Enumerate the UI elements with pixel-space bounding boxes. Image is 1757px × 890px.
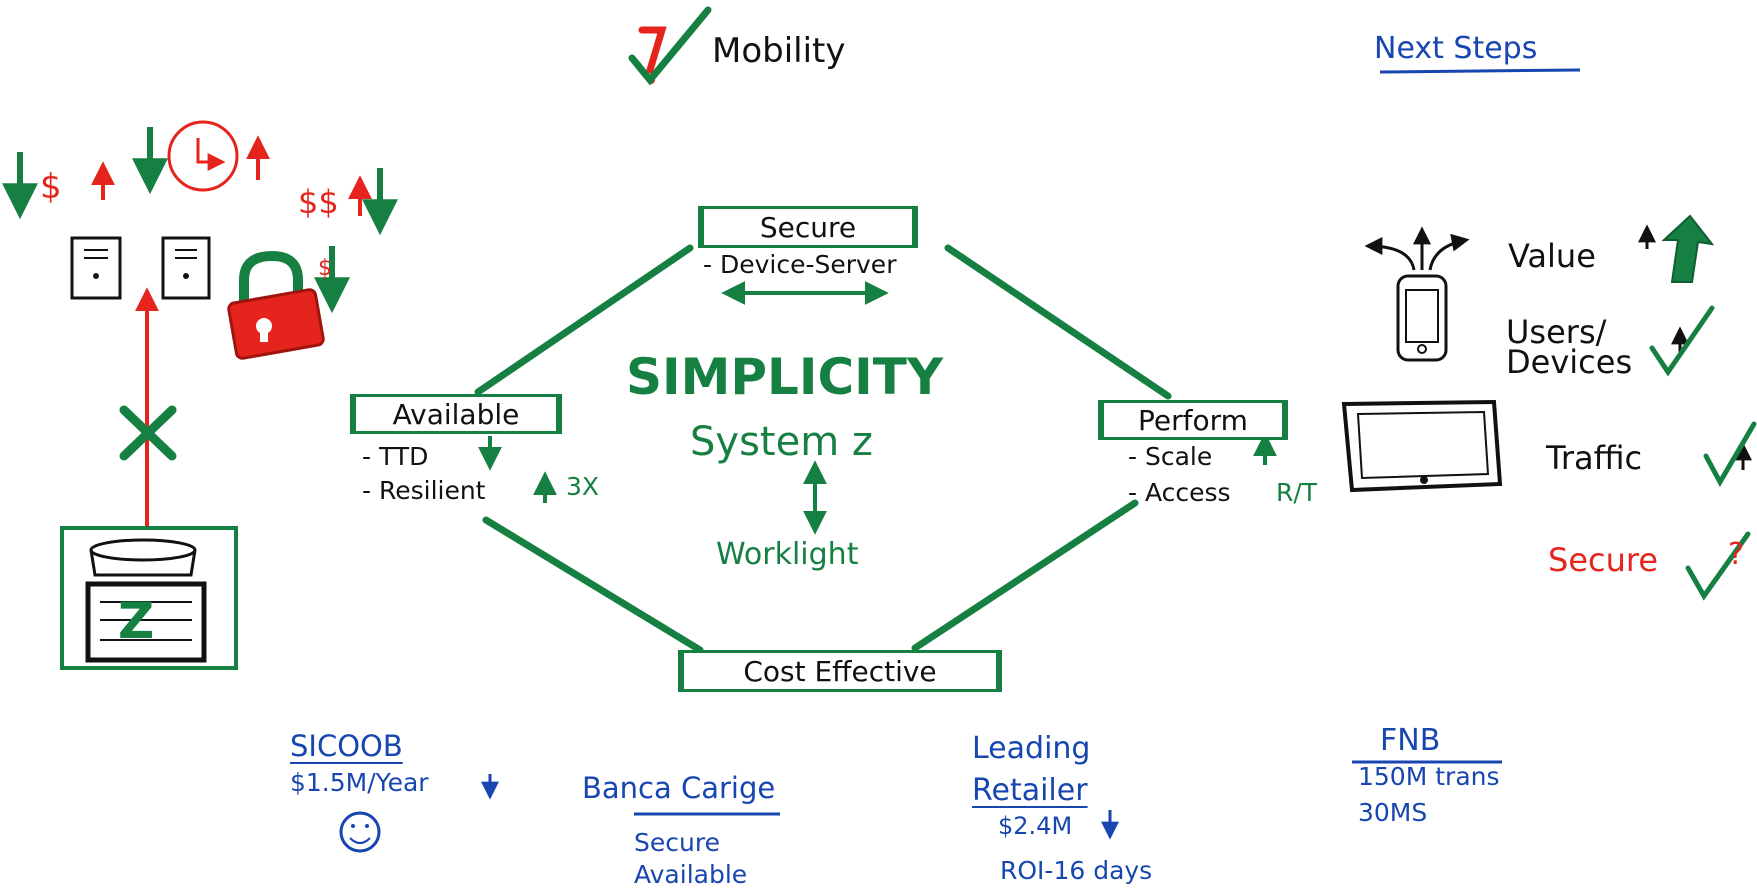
traffic-checkmark-icon	[1703, 421, 1757, 488]
mobility-checkmark-icon	[628, 6, 712, 86]
center-subtitle: System z	[690, 419, 873, 465]
retailer-name-line1: Leading	[972, 731, 1091, 766]
left-arrows	[2, 127, 398, 314]
center-bottom: Worklight	[716, 537, 859, 572]
blocked-x-icon	[119, 405, 177, 461]
clock-icon	[167, 120, 239, 192]
sicoob-detail: $1.5M/Year	[290, 768, 429, 797]
mainframe-icon	[60, 526, 238, 670]
perform-item-scale: - Scale	[1128, 442, 1213, 471]
value-big-up-arrow-icon	[1661, 214, 1715, 283]
smiley-icon	[339, 811, 381, 853]
fnb-detail-ms: 30MS	[1358, 798, 1428, 827]
server-icon	[161, 236, 211, 300]
banca-detail-available: Available	[634, 860, 748, 889]
topic-title: Mobility	[712, 31, 846, 71]
double-dollar-symbol: $$	[298, 183, 339, 221]
retailer-amount: $2.4M	[998, 812, 1073, 840]
secure-node: Secure	[698, 206, 918, 248]
center-title: SIMPLICITY	[626, 348, 944, 406]
access-note: R/T	[1276, 478, 1318, 507]
fnb-name: FNB	[1380, 723, 1441, 758]
available-item-resilient: - Resilient	[362, 476, 486, 505]
users-checkmark-icon	[1649, 305, 1715, 377]
server-icon	[70, 236, 122, 300]
next-steps-underline	[1379, 68, 1581, 74]
secure-label: Secure	[1548, 541, 1659, 579]
dollar-symbol: $	[40, 167, 62, 207]
cost-effective-node-label: Cost Effective	[743, 654, 937, 688]
mainframe-letter: Z	[118, 592, 155, 650]
users-label: Users/	[1506, 313, 1607, 351]
perform-node-label: Perform	[1138, 403, 1248, 437]
smartphone-icon	[1364, 226, 1470, 362]
secure-item-device-server: - Device-Server	[703, 250, 897, 279]
secure-checkmark-icon	[1685, 531, 1751, 601]
perform-item-access: - Access	[1128, 478, 1231, 507]
fnb-detail-trans: 150M trans	[1358, 762, 1500, 791]
traffic-label: Traffic	[1546, 439, 1643, 477]
value-label: Value	[1508, 237, 1596, 275]
available-node: Available	[350, 394, 562, 434]
retailer-name-line2: Retailer	[972, 773, 1088, 808]
devices-label: Devices	[1506, 343, 1633, 381]
perform-node: Perform	[1098, 400, 1288, 440]
sicoob-name: SICOOB	[290, 729, 403, 763]
diamond-connectors	[474, 244, 1172, 654]
small-dollar-symbol: $	[318, 256, 332, 281]
banca-name: Banca Carige	[582, 771, 776, 805]
cost-effective-node: Cost Effective	[678, 650, 1002, 692]
available-node-label: Available	[392, 397, 520, 431]
banca-detail-secure: Secure	[634, 828, 720, 857]
secure-node-label: Secure	[759, 210, 857, 244]
tablet-icon	[1341, 399, 1503, 493]
resilient-note: 3X	[566, 472, 600, 501]
retailer-roi: ROI-16 days	[1000, 856, 1153, 885]
available-item-ttd: - TTD	[362, 442, 429, 471]
next-steps-heading: Next Steps	[1374, 31, 1538, 66]
secure-question-mark-icon: ?	[1728, 537, 1744, 572]
padlock-open-icon	[227, 250, 325, 360]
